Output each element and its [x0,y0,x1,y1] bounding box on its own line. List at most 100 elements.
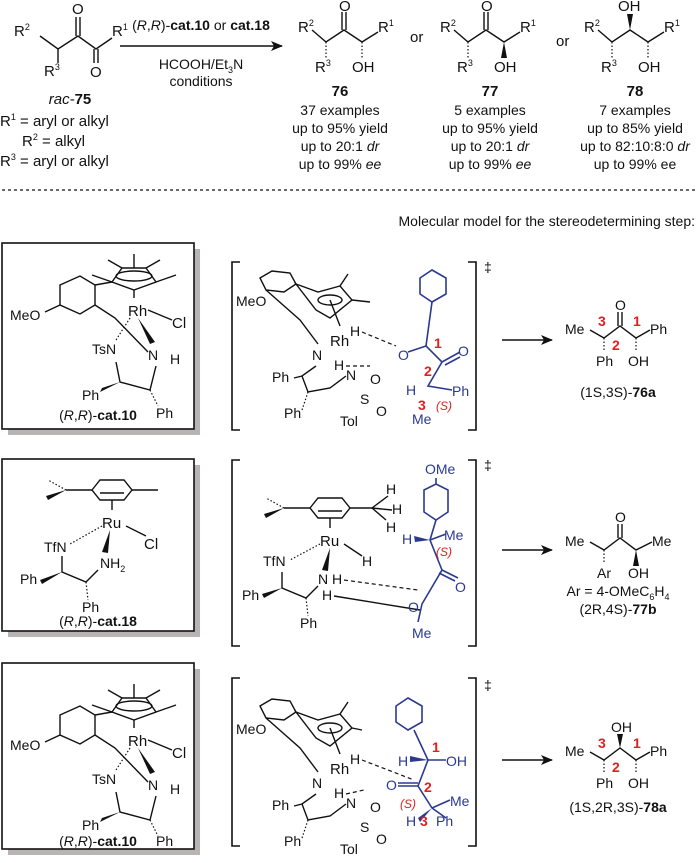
or-label: or [556,33,569,50]
bracket-right [468,459,477,647]
carbon-number-2: 2 [612,337,620,353]
r2-label: R2 [440,18,456,36]
methyl-label: Me [444,527,464,543]
compound-number: 78 [627,83,644,100]
hydrogen-label: H [406,813,416,829]
hydrogen-label: H [392,501,402,517]
carbon-number-2: 2 [424,779,432,795]
phenyl-label: Ph [156,405,173,421]
ketone-oxygen-label: O [455,579,466,595]
r2-label: R2 [584,18,600,36]
product-label-76a: (1S,3S)-76a [580,384,656,400]
phenyl-label: Ph [284,405,301,421]
bracket-right [468,677,477,847]
transition-state-row2: ‡ H H H Ru H TfN N H H Ph Ph OMe H Me (S [231,457,492,647]
carbon-number-1: 1 [432,739,440,755]
oxygen-label: O [370,371,381,387]
product-78: OH R2 R1 R3 OH 78 7 examples up to 85% y… [580,0,691,172]
r3-definition: R3 = aryl or alkyl [0,152,109,170]
phenyl-label: Ph [436,813,453,829]
aryl-definition: Ar = 4-OMeC6H4 [566,583,669,602]
r1-label: R1 [112,22,128,40]
examples-count: 7 examples [599,102,671,118]
hydride-label: H [350,323,360,339]
amine-h-label: H [322,587,332,603]
carbon-number-3: 3 [598,735,606,751]
catalyst-name-label: (R,R)-cat.10 [59,833,137,849]
oxygen-label: O [615,509,626,525]
oh-label: OH [628,775,649,791]
amine-h-label: H [332,571,342,587]
methoxy-label: MeO [236,721,266,737]
oh-label: OH [638,59,661,76]
oxygen-label: O [376,831,387,847]
compound-label-75: rac-75 [49,91,92,108]
substrate-75: O O R2 R1 R3 rac-75 R1 = aryl or alkyl R… [0,1,128,170]
ketone-oxygen-label: O [386,777,397,793]
r3-label: R3 [315,58,331,76]
amine-n-label: N [318,571,328,587]
phenyl-label: Ph [596,353,613,369]
hydrogen-label: H [386,481,396,497]
methyl-label: Me [450,793,470,809]
product-label-78a: (1S,2R,3S)-78a [569,799,666,815]
catalyst-name-label: (R,R)-cat.10 [59,407,137,423]
bracket-left [231,261,240,431]
yield-text: up to 85% yield [587,120,683,136]
carbon-number-1: 1 [633,313,641,329]
carbon-number-1: 1 [633,735,641,751]
compound-number: 76 [332,83,349,100]
carbon-number-1: 1 [434,335,442,351]
bracket-left [231,677,240,847]
hydrogen-label: H [398,753,408,769]
r1-definition: R1 = aryl or alkyl [0,112,109,130]
stereo-descriptor: (S) [436,399,452,413]
phenyl-label: Ph [596,775,613,791]
oh-label: OH [446,753,467,769]
ee-text: up to 99% ee [594,156,677,172]
carbon-number-3: 3 [598,313,606,329]
reaction-arrow: (R,R)-cat.10 or cat.18 HCOOH/Et3N condit… [120,17,283,89]
product-77b: O Me Me Ar OH Ar = 4-OMeC6H4 (2R,4S)-77b [565,509,672,617]
catalyst-box-cat18: Ru Cl TfN NH2 Ph Ph (R,R)-cat.18 [1,458,200,637]
ee-text: up to 99% ee [299,156,382,172]
metal-label-rh: Rh [330,761,349,778]
methoxy-label: MeO [10,307,40,323]
sulfonamide-n-label: N [346,795,356,811]
sulfonamide-n-label: N [346,367,356,383]
sulfur-label: S [360,819,369,835]
methyl-label: Me [412,625,432,641]
r3-label: R3 [601,58,617,76]
conditions-text: conditions [169,73,232,89]
catalyst-box-cat10-row1: MeO Rh Cl TsN N H Ph Ph (R,R)-cat.10 [1,242,200,435]
metal-label-rh: Rh [128,303,147,320]
amine-h-label: H [334,357,344,373]
oh-label: OH [628,353,649,369]
examples-count: 37 examples [300,102,379,118]
chloride-label: Cl [172,745,186,762]
oxygen-label: O [481,0,493,15]
chloride-label: Cl [172,315,186,332]
amine-h-label: H [334,785,344,801]
r2-label: R2 [14,22,30,40]
double-dagger: ‡ [484,457,492,473]
amine-h-label: H [170,351,180,367]
double-dagger: ‡ [484,677,492,693]
or-label: or [410,29,423,46]
product-label-77b: (2R,4S)-77b [579,601,656,617]
carbon-number-3: 3 [420,813,428,829]
compound-number: 77 [482,83,499,100]
r1-label: R1 [378,18,394,36]
oh-label: OH [494,59,517,76]
metal-label-ru: Ru [102,515,121,532]
amine-n-label: N [312,347,322,363]
phenyl-label: Ph [452,383,469,399]
yield-text: up to 95% yield [442,120,538,136]
carbon-number-3: 3 [418,397,426,413]
methyl-label: Me [565,743,585,759]
hydride-label: H [350,751,360,767]
phenyl-label: Ph [82,817,99,833]
methyl-label: Me [412,411,432,427]
phenyl-label: Ph [284,833,301,849]
methyl-label: Me [652,533,672,549]
